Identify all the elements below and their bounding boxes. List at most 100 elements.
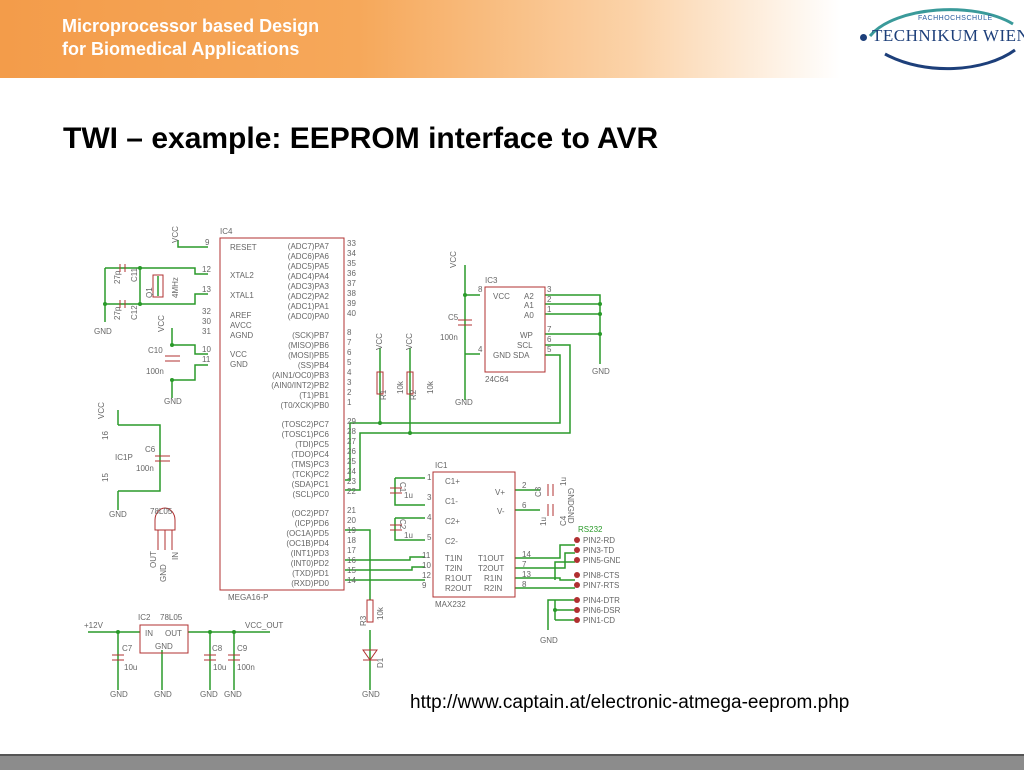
ic4-num-10: 10 bbox=[202, 345, 211, 354]
ic4-pin-pa4: (ADC4)PA4 bbox=[288, 272, 330, 281]
gnd-label-eeprom: GND bbox=[455, 398, 473, 407]
ic1-pin-t2out: T2OUT bbox=[478, 564, 504, 573]
c8-value: 10u bbox=[213, 663, 226, 672]
ic4-num-15: 15 bbox=[347, 566, 356, 575]
rs232-pin7-rts: PIN7-RTS bbox=[583, 581, 619, 590]
ic4-num-35: 35 bbox=[347, 259, 356, 268]
junctions bbox=[103, 266, 602, 634]
ic4-pin-pa0: (ADC0)PA0 bbox=[288, 312, 330, 321]
vcc-label-r1: VCC bbox=[375, 333, 384, 350]
ic3-num-1: 1 bbox=[547, 305, 552, 314]
ic4-num-7: 7 bbox=[347, 338, 352, 347]
gnd-label-rs232: GND bbox=[540, 636, 558, 645]
ic4-num-21: 21 bbox=[347, 506, 356, 515]
vcc-label-reset: VCC bbox=[171, 226, 180, 243]
wires bbox=[88, 240, 601, 690]
ic4-num-39: 39 bbox=[347, 299, 356, 308]
ic4-pin-pa3: (ADC3)PA3 bbox=[288, 282, 330, 291]
ic4-num-30: 30 bbox=[202, 317, 211, 326]
ic2-name: IC2 bbox=[138, 613, 151, 622]
r1-value: 10k bbox=[396, 380, 405, 394]
ic4-pin-pd2: (INT0)PD2 bbox=[291, 559, 330, 568]
ic1-num-11: 11 bbox=[422, 551, 431, 560]
ic1p-pin-16: 16 bbox=[101, 431, 110, 440]
ic4-num-32: 32 bbox=[202, 307, 211, 316]
rs232-labels: RS232 PIN2-RD PIN3-TD PIN5-GND PIN8-CTS … bbox=[578, 525, 620, 625]
ic4-name: IC4 bbox=[220, 227, 233, 236]
ic3-pin-a2: A2 bbox=[524, 292, 534, 301]
r2-value: 10k bbox=[426, 380, 435, 394]
ic2-labels: IC2 78L05 IN OUT GND IC1P 16 15 78L05 OU… bbox=[101, 431, 183, 651]
ic4-labels: IC4 MEGA16-P RESET XTAL2 XTAL1 AREF AVCC… bbox=[202, 227, 268, 602]
vcc-label-r2: VCC bbox=[405, 333, 414, 350]
c4-value: 1u bbox=[539, 517, 548, 526]
c1-value: 1u bbox=[404, 491, 413, 500]
ic3-pin-a0: A0 bbox=[524, 311, 534, 320]
r3-label: R3 bbox=[359, 615, 368, 626]
ic4-pin-pc2: (TCK)PC2 bbox=[292, 470, 329, 479]
ic4-pin-pd4: (OC1B)PD4 bbox=[286, 539, 329, 548]
ic4-pin-xtal1: XTAL1 bbox=[230, 291, 254, 300]
c9-value: 100n bbox=[237, 663, 255, 672]
rs232-pin6-dsr: PIN6-DSR bbox=[583, 606, 620, 615]
rs232-pin4-dtr: PIN4-DTR bbox=[583, 596, 620, 605]
ic4-num-25: 25 bbox=[347, 457, 356, 466]
ic4-num-33: 33 bbox=[347, 239, 356, 248]
r3-value: 10k bbox=[376, 606, 385, 620]
component-labels: 27p C11 27p C12 Q1 4MHz C10 100n C6 100n… bbox=[113, 267, 568, 672]
ic1-labels: IC1 MAX232 C1+ C1- C2+ C2- T1IN T2IN R1O… bbox=[422, 461, 531, 609]
ic4-num-18: 18 bbox=[347, 536, 356, 545]
course-title-line2: for Biomedical Applications bbox=[62, 39, 300, 59]
ic4-num-24: 24 bbox=[347, 467, 356, 476]
ic4-pin-pb7: (SCK)PB7 bbox=[292, 331, 329, 340]
ic4-pin-pa1: (ADC1)PA1 bbox=[288, 302, 330, 311]
ic1-num-3: 3 bbox=[427, 493, 432, 502]
ic1-pin-c2m: C2- bbox=[445, 537, 458, 546]
ic3-pin-wp: WP bbox=[520, 331, 533, 340]
reg2-pin-in: IN bbox=[171, 552, 180, 560]
ic4-pin-pb1: (T1)PB1 bbox=[299, 391, 329, 400]
ic4-pin-pd1: (TXD)PD1 bbox=[292, 569, 329, 578]
logo-dot bbox=[860, 34, 867, 41]
ic4-num-28: 28 bbox=[347, 427, 356, 436]
c2-label: C2 bbox=[398, 519, 407, 530]
ic1-num-5: 5 bbox=[427, 533, 432, 542]
ic1-num-4: 4 bbox=[427, 513, 432, 522]
ic4-pin-pd0: (RXD)PD0 bbox=[291, 579, 329, 588]
r1-label: R1 bbox=[379, 389, 388, 400]
ic1-num-9: 9 bbox=[422, 581, 427, 590]
ic4-pin-gnd: GND bbox=[230, 360, 248, 369]
ic1-num-6: 6 bbox=[522, 501, 527, 510]
logo-swoosh bbox=[868, 8, 1016, 71]
ic4-pin-pc5: (TDI)PC5 bbox=[295, 440, 329, 449]
c3-value: 1u bbox=[559, 477, 568, 486]
gnd-label-ic1p: GND bbox=[109, 510, 127, 519]
c6-value: 100n bbox=[136, 464, 154, 473]
ic4-num-27: 27 bbox=[347, 437, 356, 446]
gnd-label-c9: GND bbox=[224, 690, 242, 699]
gnd-label-a: GND bbox=[592, 367, 610, 376]
course-title: Microprocessor based Design for Biomedic… bbox=[62, 15, 319, 61]
ic4-num-8: 8 bbox=[347, 328, 352, 337]
q1-value: 4MHz bbox=[171, 277, 180, 298]
ic4-pin-pa6: (ADC6)PA6 bbox=[288, 252, 330, 261]
d1-label: D1 bbox=[376, 657, 385, 668]
ic4-num-2: 2 bbox=[347, 388, 352, 397]
ic4-pin-reset: RESET bbox=[230, 243, 257, 252]
gnd-label-c8: GND bbox=[200, 690, 218, 699]
ic4-num-13: 13 bbox=[202, 285, 211, 294]
ic4-pin-pa5: (ADC5)PA5 bbox=[288, 262, 330, 271]
source-url[interactable]: http://www.captain.at/electronic-atmega-… bbox=[410, 692, 850, 713]
ic3-pin-gnd-sda: GND SDA bbox=[493, 351, 530, 360]
c9-label: C9 bbox=[237, 644, 248, 653]
ic1-num-14: 14 bbox=[522, 550, 531, 559]
reg2-part: 78L05 bbox=[150, 507, 173, 516]
ic4-pin-avcc: AVCC bbox=[230, 321, 252, 330]
ic4-right-labels: (ADC7)PA7 (ADC6)PA6 (ADC5)PA5 (ADC4)PA4 … bbox=[271, 242, 329, 588]
ic4-pin-pd7: (OC2)PD7 bbox=[292, 509, 330, 518]
ic1-pin-vm: V- bbox=[497, 507, 505, 516]
c3-label: C3 bbox=[534, 486, 543, 497]
ic4-pin-pb0: (T0/XCK)PB0 bbox=[281, 401, 330, 410]
c12-value: 27p bbox=[113, 306, 122, 320]
c1-label: C1 bbox=[398, 482, 407, 493]
